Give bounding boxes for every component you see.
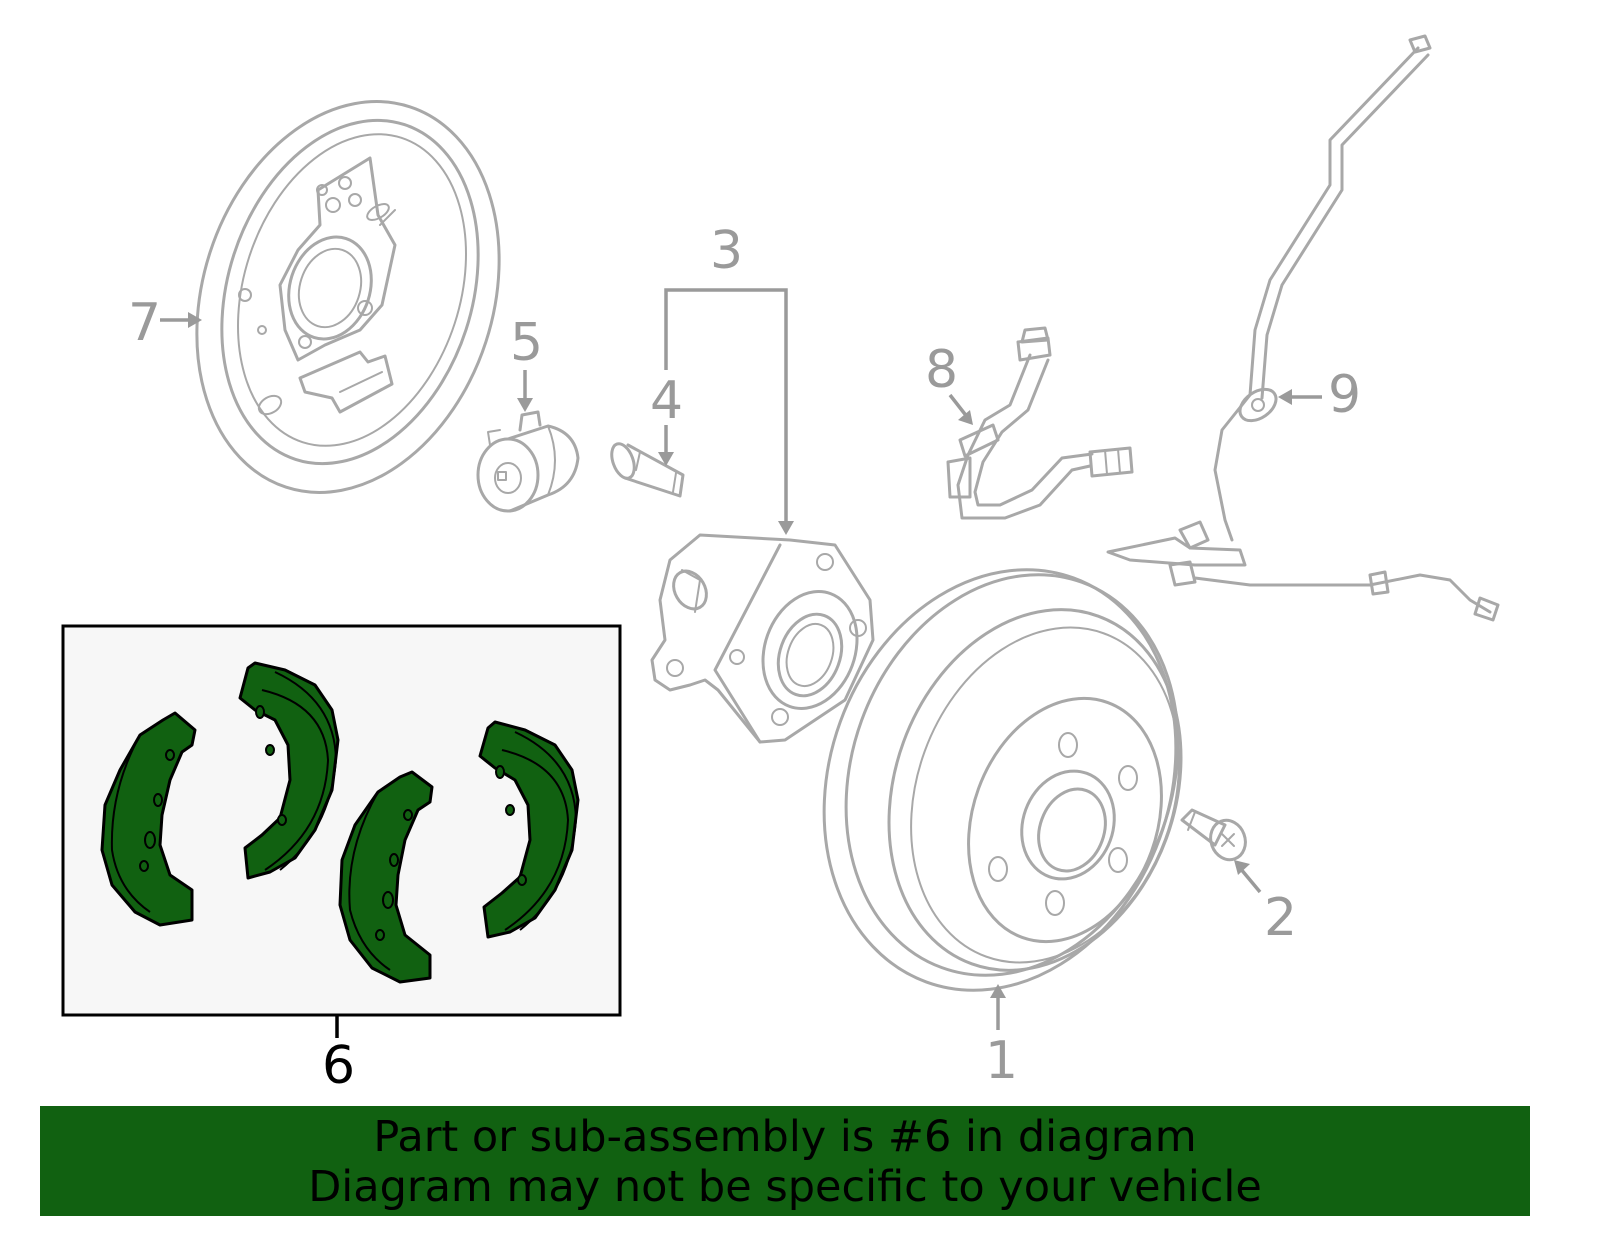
banner-line-2: Diagram may not be specific to your vehi… — [308, 1162, 1262, 1212]
info-banner: Part or sub-assembly is #6 in diagram Di… — [40, 1106, 1530, 1216]
screw-part-2 — [1180, 808, 1247, 862]
abs-sensor-part-9 — [1106, 34, 1500, 622]
wheel-cylinder-part-5 — [476, 410, 580, 513]
brake-drum-part-1 — [822, 568, 1183, 992]
hub-bearing-part-3 — [650, 533, 875, 744]
callout-9: 9 — [1328, 365, 1361, 425]
callout-labels: 1 2 3 4 5 6 7 8 9 — [128, 221, 1361, 1096]
callout-7: 7 — [128, 293, 161, 353]
callout-3: 3 — [710, 221, 743, 281]
backing-plate-part-7 — [195, 100, 501, 494]
callout-2: 2 — [1264, 888, 1297, 948]
callout-6[interactable]: 6 — [322, 1036, 355, 1096]
callout-5: 5 — [510, 313, 543, 373]
brake-shoe-2 — [238, 661, 340, 880]
brake-shoe-3 — [338, 770, 434, 984]
callout-8: 8 — [925, 340, 958, 400]
banner-line-1: Part or sub-assembly is #6 in diagram — [373, 1112, 1197, 1162]
callout-1: 1 — [985, 1031, 1018, 1091]
leader-lines — [160, 288, 1322, 1038]
brake-hose-part-8 — [946, 326, 1134, 520]
bolt-part-4 — [610, 442, 685, 498]
callout-4: 4 — [650, 371, 683, 431]
brake-shoe-set-part-6[interactable] — [61, 624, 622, 1017]
brake-shoe-1 — [100, 711, 197, 927]
brake-shoe-4 — [478, 720, 580, 939]
